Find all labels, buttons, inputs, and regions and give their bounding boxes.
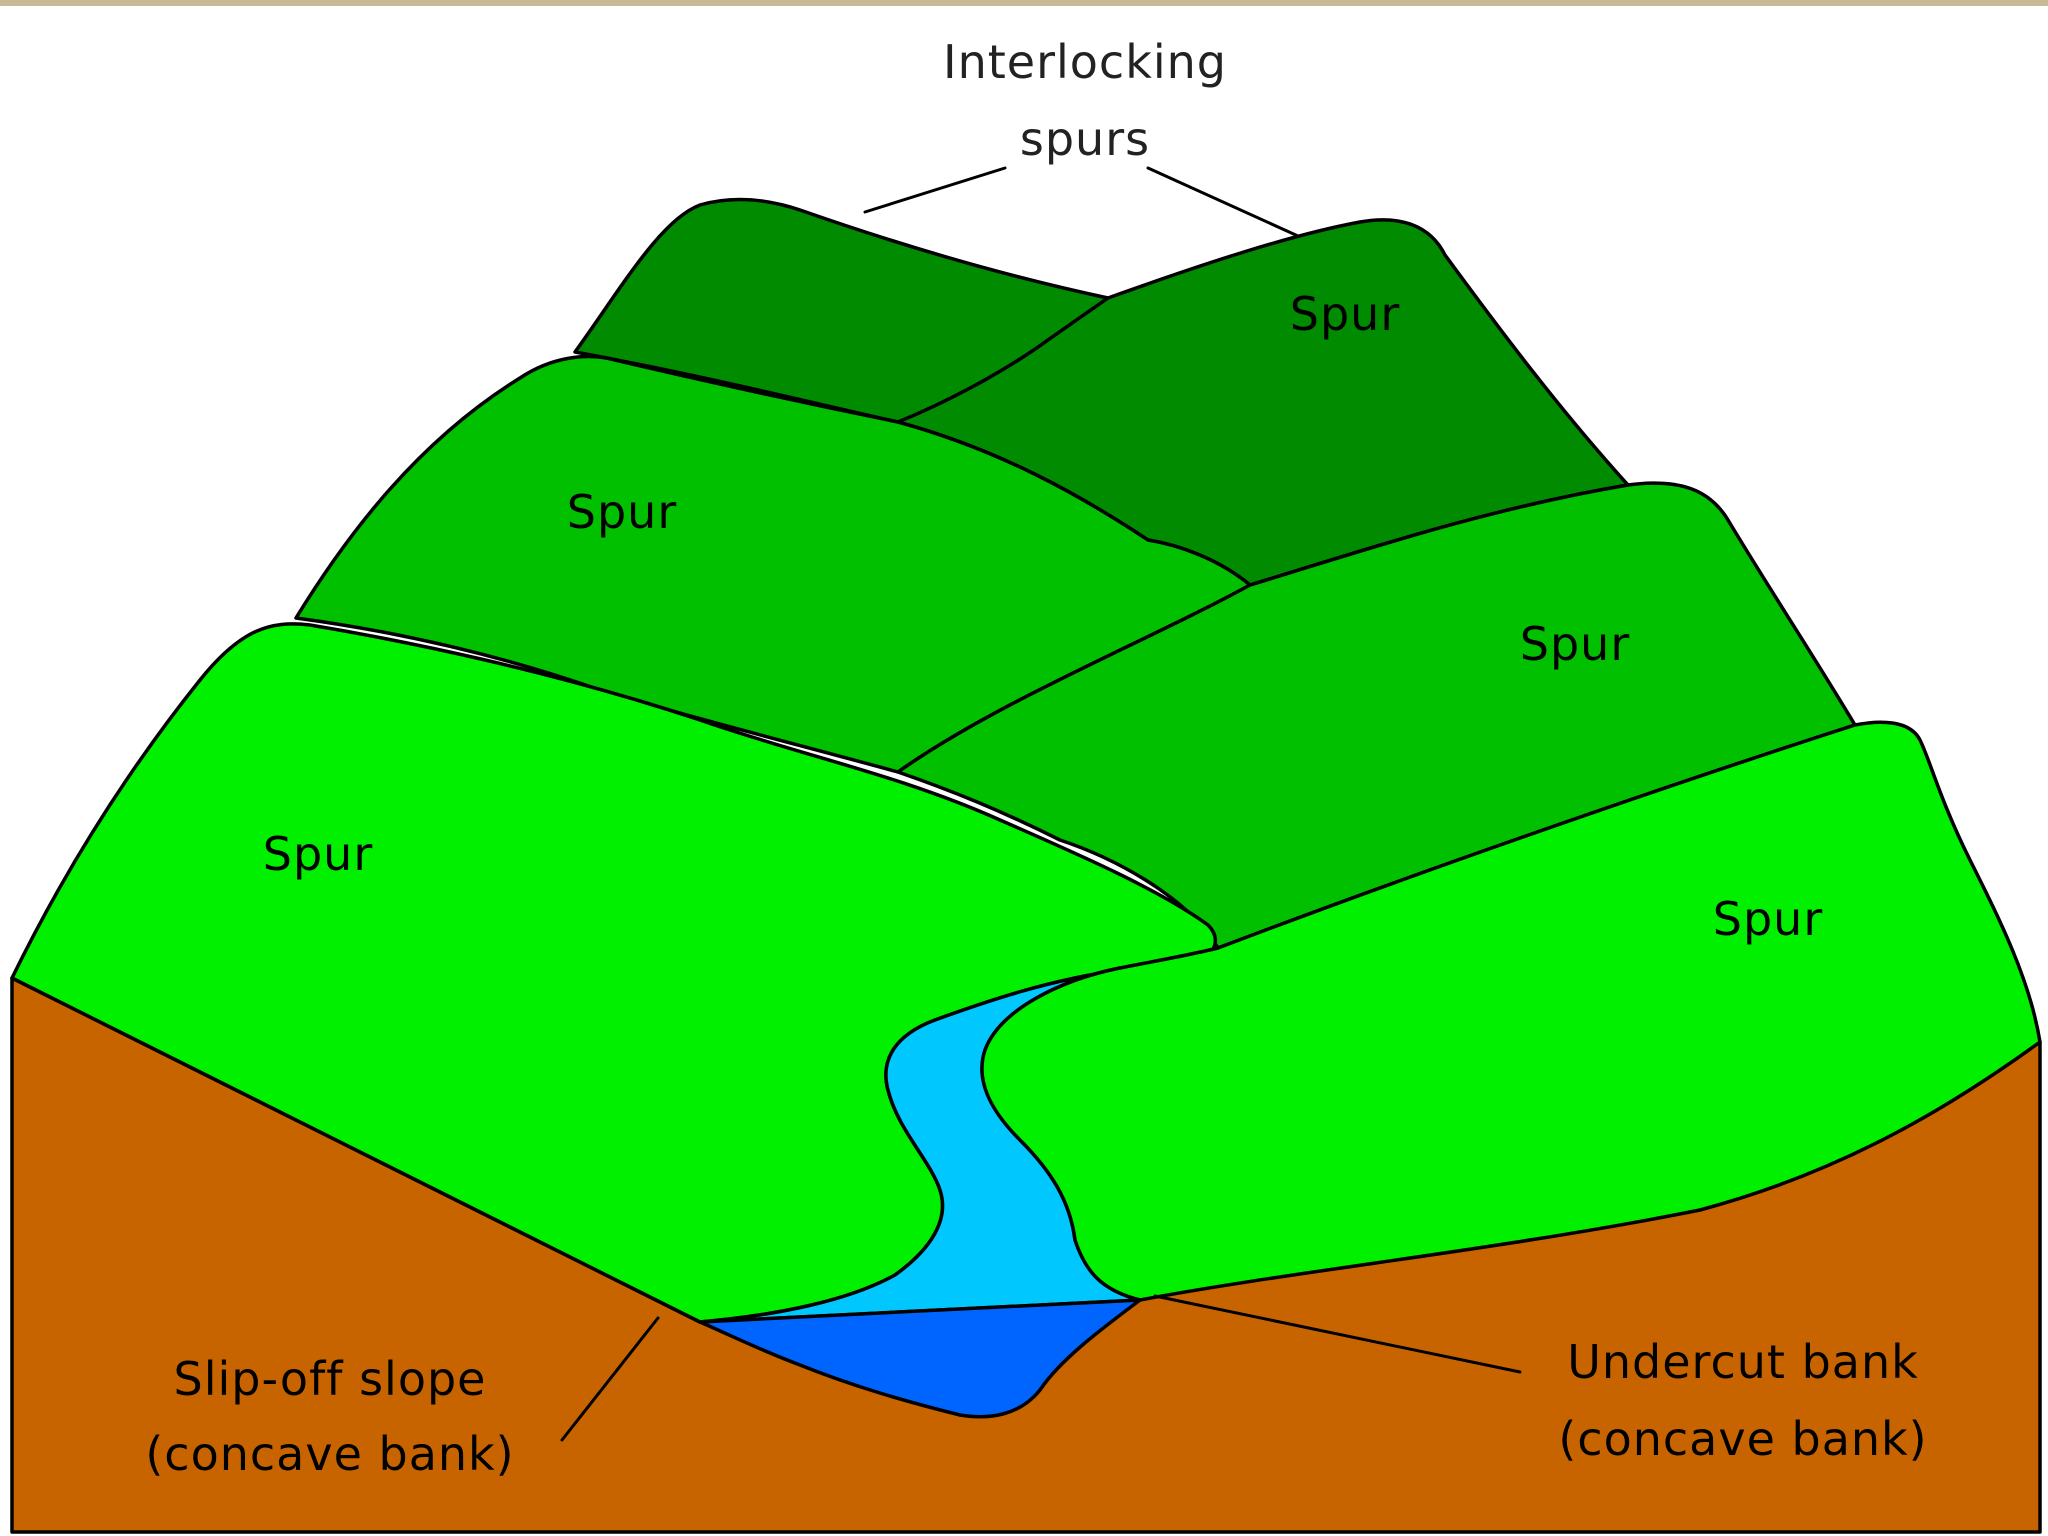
river-cross-section	[698, 1298, 1142, 1419]
leader-spurs-right	[1146, 166, 1300, 238]
slip-off-label-line-2: (concave bank)	[145, 1427, 514, 1481]
spur-label-middle-right: Spur	[1520, 617, 1630, 671]
undercut-label-line-1: Undercut bank	[1567, 1335, 1919, 1389]
slip-off-label-line-1: Slip-off slope	[174, 1352, 487, 1406]
leader-slip-off	[560, 1316, 660, 1442]
leader-undercut	[1153, 1294, 1522, 1374]
spur-label-back-right: Spur	[1290, 287, 1400, 341]
top-frame-strip	[0, 0, 2048, 6]
spur-front-right	[980, 720, 2042, 1302]
undercut-label-line-2: (concave bank)	[1558, 1412, 1927, 1466]
spur-label-front-right: Spur	[1713, 892, 1823, 946]
spur-label-middle-left: Spur	[567, 485, 677, 539]
spur-label-front-left: Spur	[263, 827, 373, 881]
title-line-2: spurs	[1020, 112, 1150, 166]
title-line-1: Interlocking	[943, 35, 1227, 89]
leader-lines	[560, 166, 1522, 1442]
leader-spurs-left	[863, 166, 1007, 214]
